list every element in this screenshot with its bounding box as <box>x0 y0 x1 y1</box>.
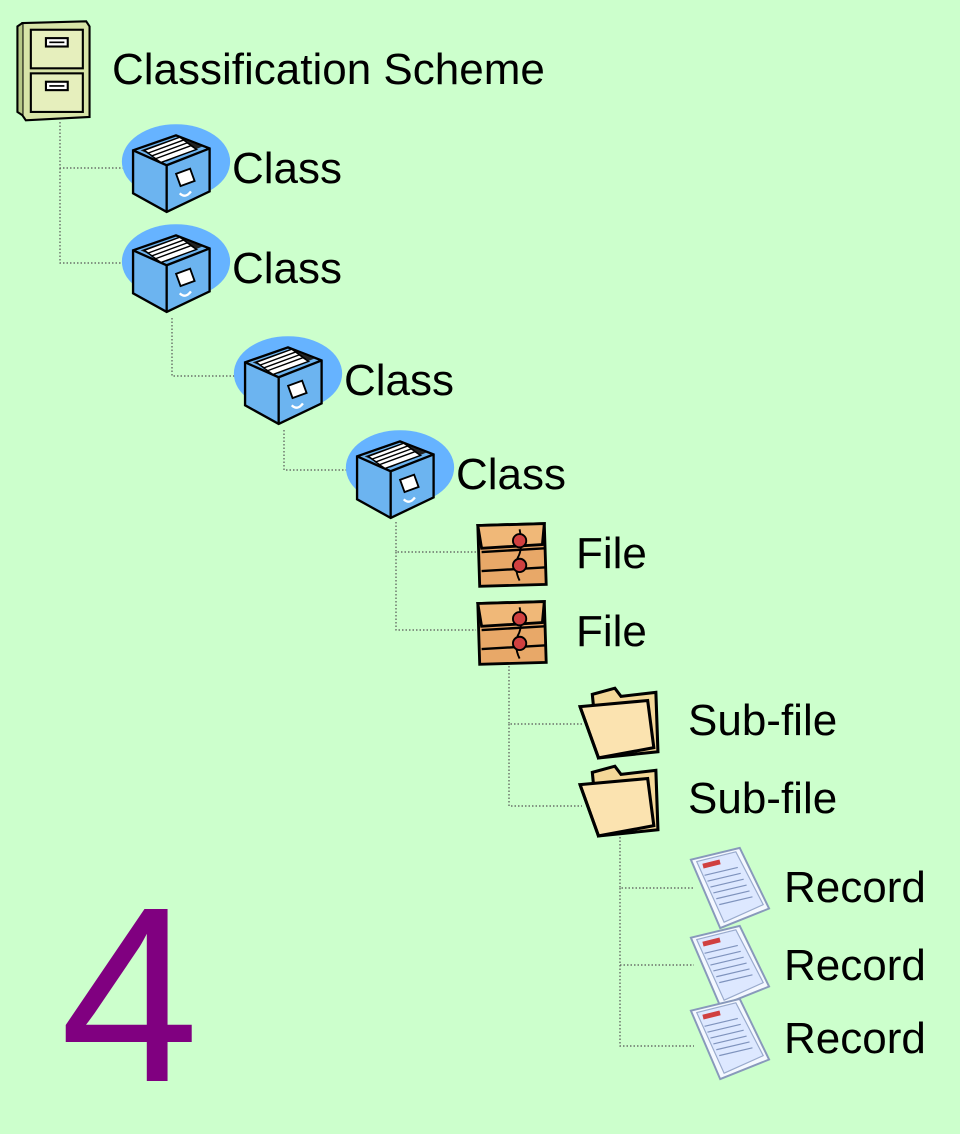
document-record-icon <box>684 995 774 1083</box>
record-label: Record <box>784 1014 926 1063</box>
record-label: Record <box>784 863 926 912</box>
connector-class-4-file-2 <box>395 552 476 631</box>
connector-class-3-class-4 <box>283 430 352 471</box>
filing-cabinet-icon <box>8 18 104 122</box>
tree-node-class-1[interactable]: Class <box>120 122 342 216</box>
class-label: Class <box>232 144 343 193</box>
file-label: File <box>576 607 647 656</box>
file-label: File <box>576 529 647 578</box>
slide-number: 4 <box>60 855 200 1134</box>
card-file-box-icon <box>120 122 232 216</box>
tree-node-file-2[interactable]: File <box>472 594 647 670</box>
tree-connectors <box>59 122 694 1047</box>
class-label: Class <box>344 356 455 405</box>
card-file-box-icon <box>232 334 344 428</box>
tied-envelope-folder-icon <box>472 594 552 670</box>
tree-node-record-1[interactable]: Record <box>684 844 926 932</box>
card-file-box-icon <box>120 222 232 316</box>
tied-envelope-folder-icon <box>472 516 552 592</box>
subfile-label: Sub-file <box>688 696 838 745</box>
classification-tree: Classification Scheme Class Class Class … <box>0 0 926 1083</box>
document-record-icon <box>684 844 774 932</box>
manila-folder-icon <box>572 758 668 840</box>
tree-node-class-3[interactable]: Class <box>232 334 454 428</box>
tree-node-subfile-2[interactable]: Sub-file <box>572 758 837 840</box>
classification-scheme-label: Classification Scheme <box>112 45 545 94</box>
tree-node-subfile-1[interactable]: Sub-file <box>572 680 837 762</box>
tree-node-record-3[interactable]: Record <box>684 995 926 1083</box>
tree-node-class-4[interactable]: Class <box>344 428 566 522</box>
tree-node-class-2[interactable]: Class <box>120 222 342 316</box>
connector-subfile-2-record-3 <box>619 965 694 1047</box>
tree-node-file-1[interactable]: File <box>472 516 647 592</box>
tree-node-classification-scheme[interactable]: Classification Scheme <box>8 18 545 122</box>
record-label: Record <box>784 941 926 990</box>
class-label: Class <box>232 244 343 293</box>
manila-folder-icon <box>572 680 668 762</box>
connector-root-class-2 <box>59 168 128 264</box>
tree-node-record-2[interactable]: Record <box>684 922 926 1010</box>
connector-file-2-subfile-2 <box>508 724 582 807</box>
class-label: Class <box>456 450 567 499</box>
subfile-label: Sub-file <box>688 774 838 823</box>
card-file-box-icon <box>344 428 456 522</box>
